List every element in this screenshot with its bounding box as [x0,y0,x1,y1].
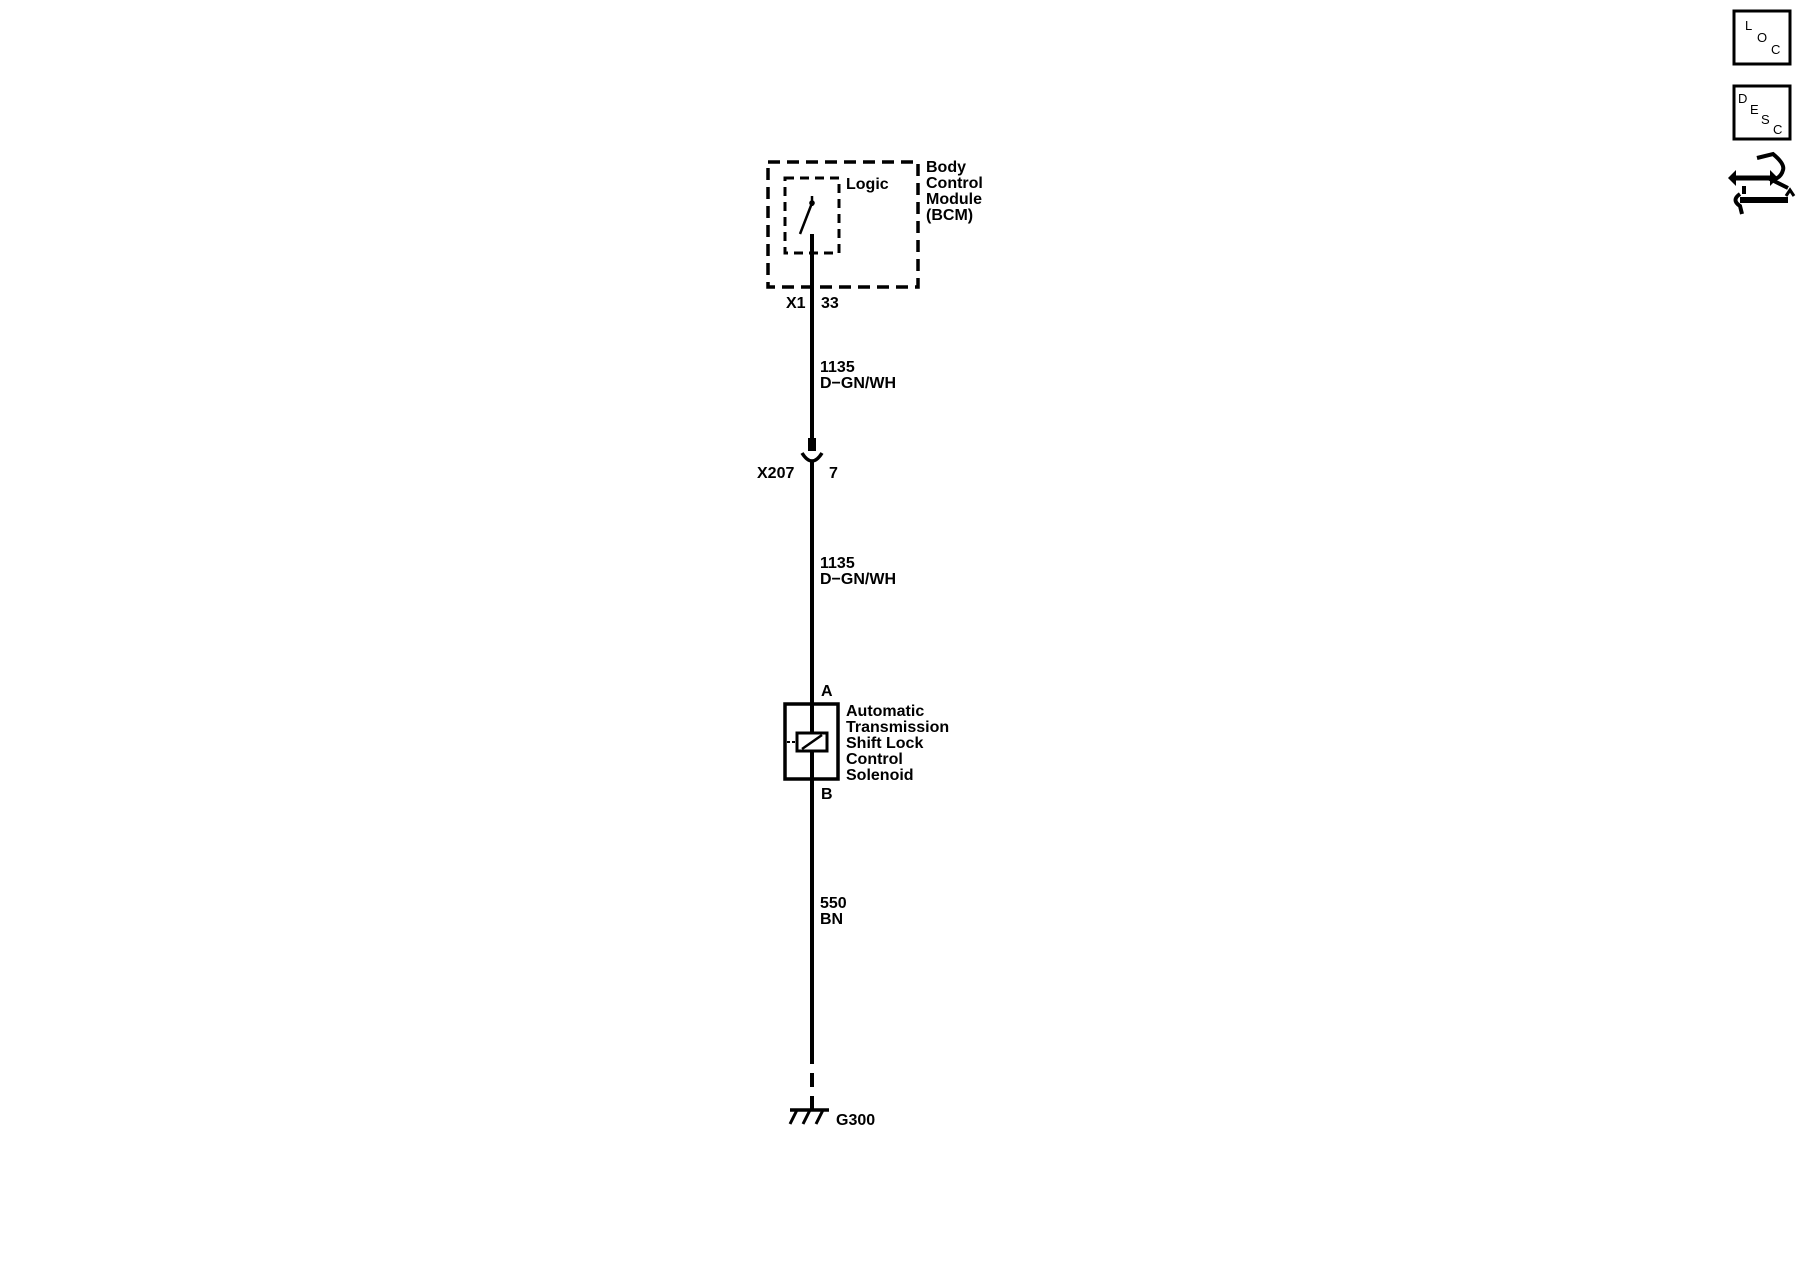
desc-letter-2: E [1750,102,1759,117]
loc-letter-1: L [1745,18,1752,33]
desc-button[interactable]: D E S C [1732,84,1792,141]
wire-upper-circuit: 1135 [820,359,855,376]
solenoid-name-line-4: Control [846,751,903,768]
logic-label: Logic [846,176,889,193]
x207-pin-label: 7 [829,465,838,482]
x207-female-terminal [800,452,824,463]
desc-letter-4: C [1773,122,1782,137]
wire-middle-color: D−GN/WH [820,571,896,588]
bcm-module-outline [766,160,920,289]
bcm-connector-label: X1 [786,295,806,312]
solenoid-name-line-3: Shift Lock [846,735,923,752]
solenoid-coil-slash [801,733,823,751]
wire-lower-circuit: 550 [820,895,847,912]
bcm-pin-label: 33 [821,295,839,312]
switch-blade [798,202,814,235]
solenoid-pin-b: B [821,786,833,803]
solenoid-name-line-2: Transmission [846,719,949,736]
solenoid-name-line-1: Automatic [846,703,924,720]
x207-male-terminal [808,438,816,451]
wire-lower-color: BN [820,911,843,928]
ground-label: G300 [836,1112,875,1129]
wire-middle-circuit: 1135 [820,555,855,572]
desc-letter-1: D [1738,91,1747,106]
desc-letter-3: S [1761,112,1770,127]
bcm-name-line-1: Body [926,159,966,176]
bcm-name-line-2: Control [926,175,983,192]
connector-harness-icon[interactable] [1728,151,1796,215]
wire-upper-color: D−GN/WH [820,375,896,392]
bcm-name-line-3: Module [926,191,982,208]
solenoid-name-line-5: Solenoid [846,767,914,784]
x207-connector-label: X207 [757,465,794,482]
loc-letter-2: O [1757,30,1767,45]
bcm-name-line-4: (BCM) [926,207,973,224]
solenoid-pin-a: A [821,683,833,700]
ground-symbol [788,1108,829,1125]
loc-button[interactable]: L O C [1732,9,1792,66]
loc-letter-3: C [1771,42,1780,57]
